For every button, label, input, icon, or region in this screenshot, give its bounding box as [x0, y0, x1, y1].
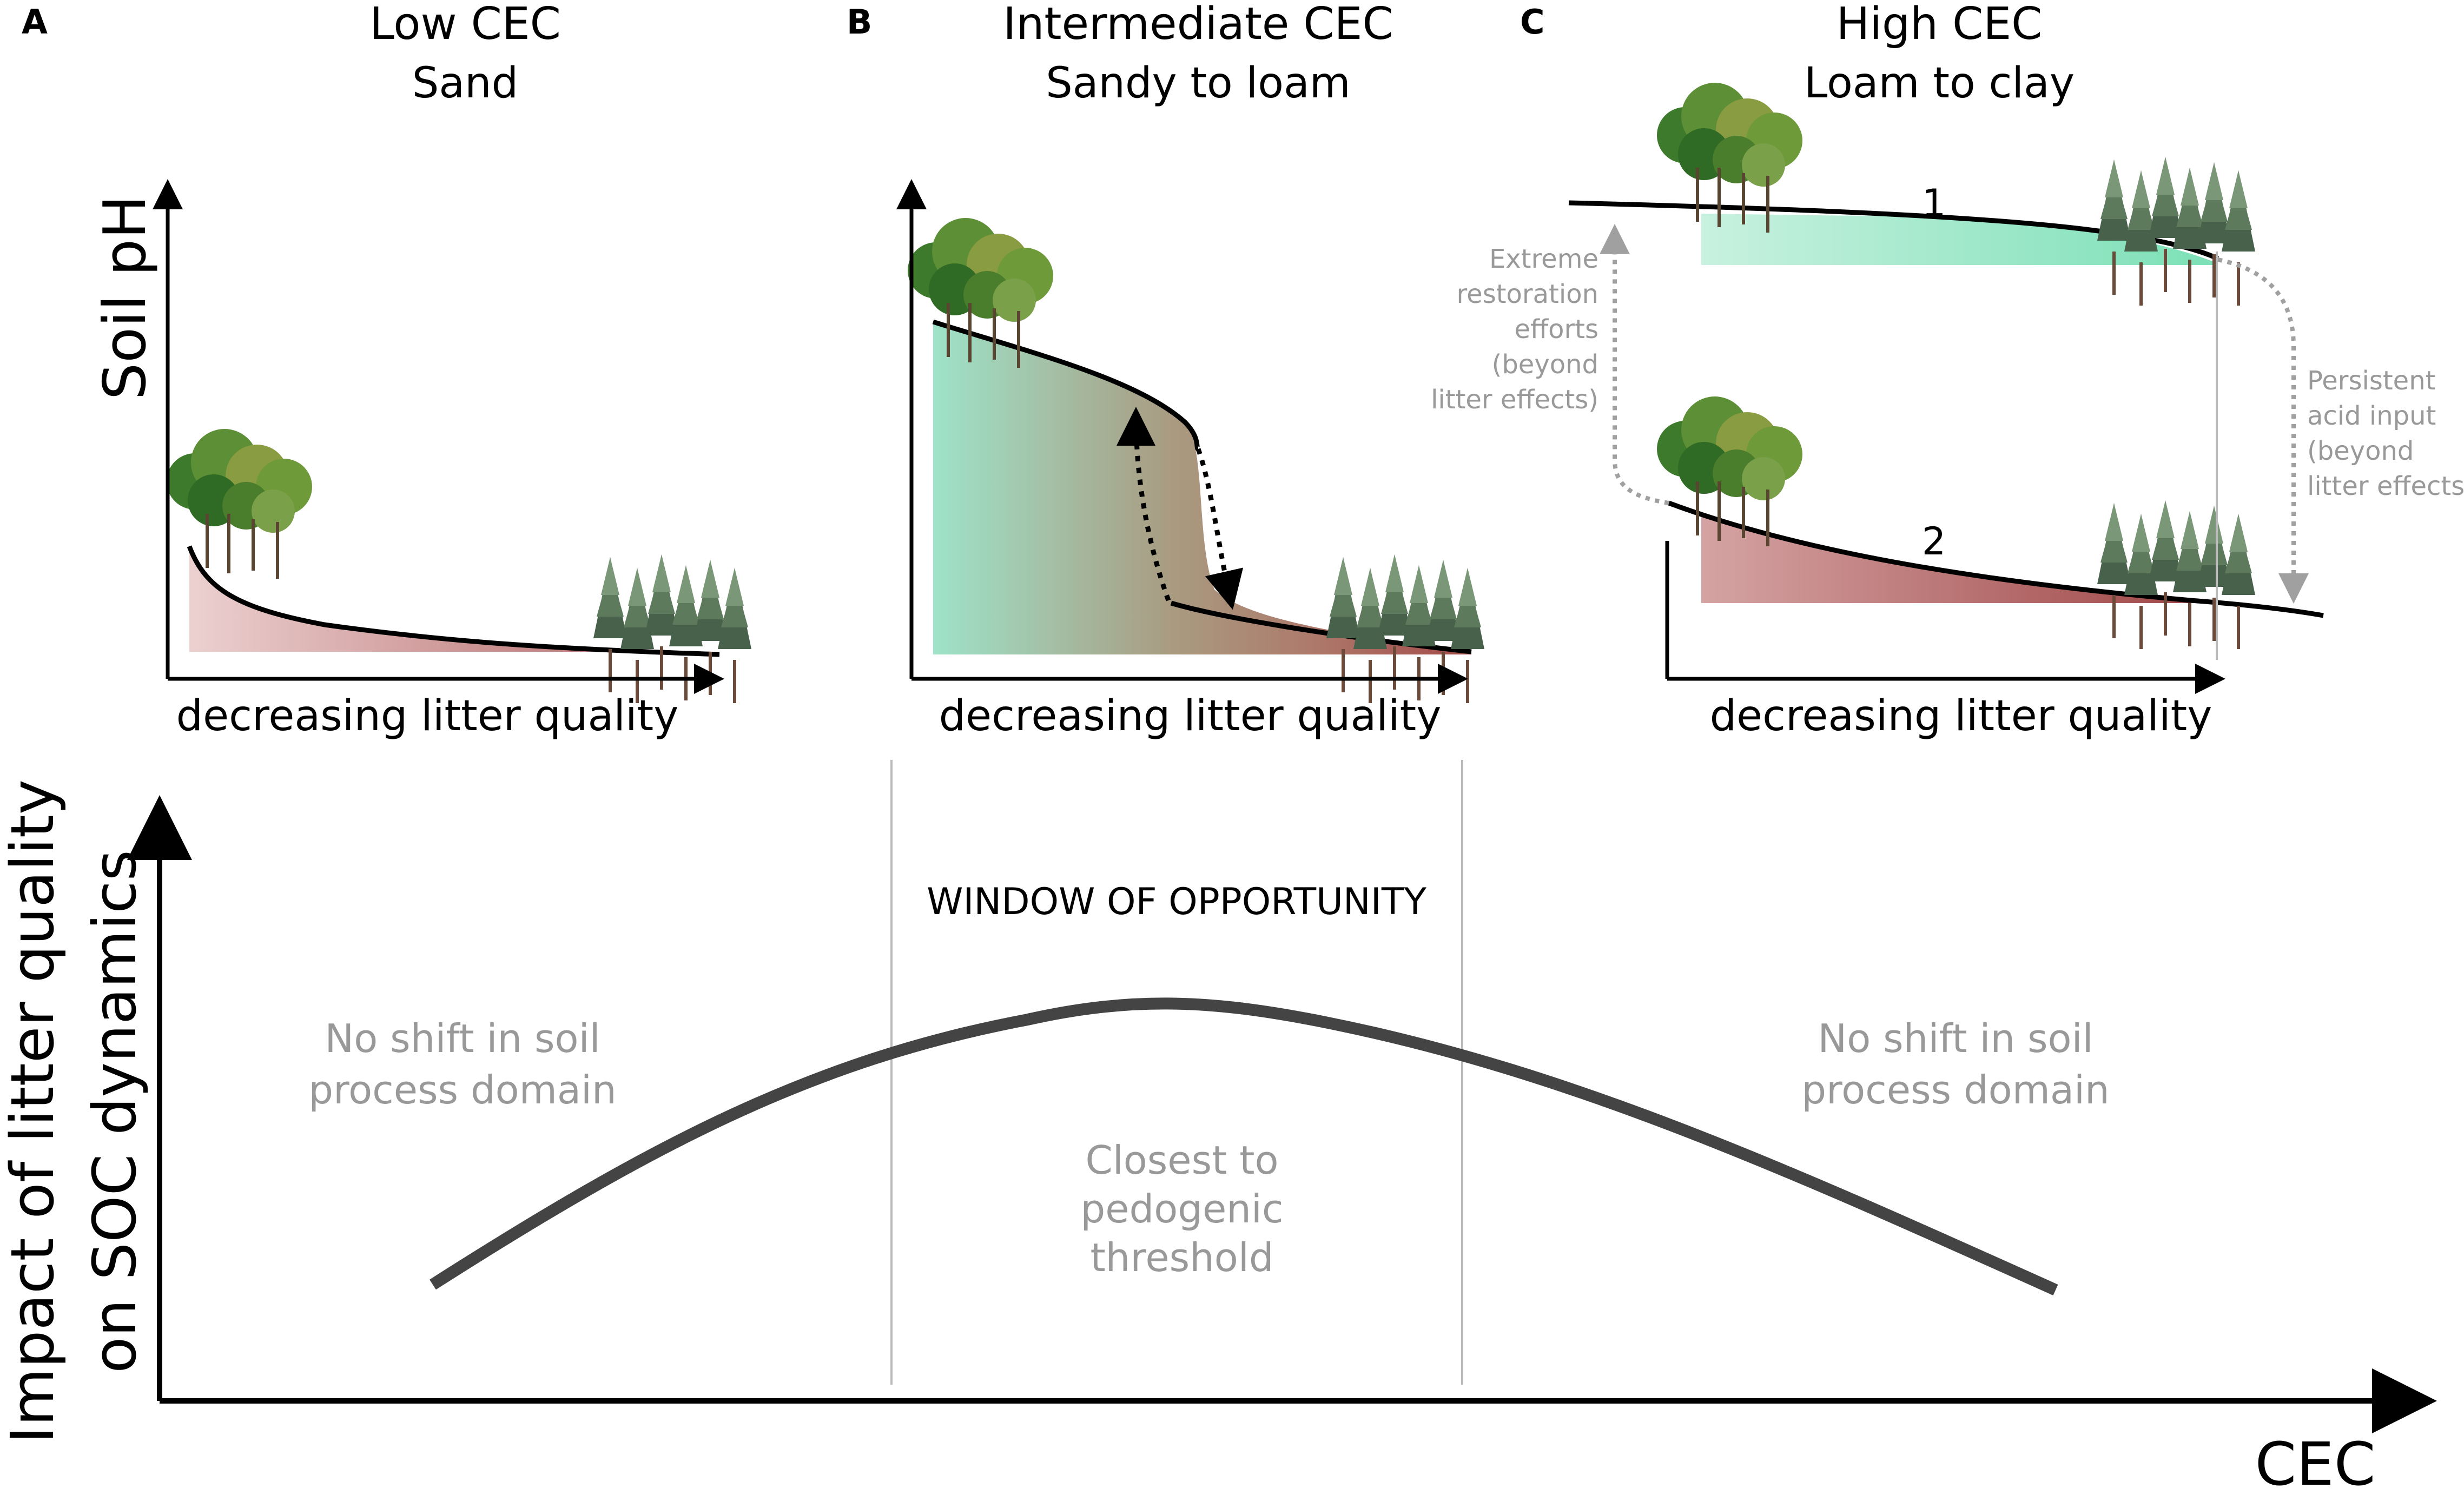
panel-a-conifer-trees-icon	[593, 554, 751, 703]
panel-c-restoration-arrow	[1600, 224, 1669, 505]
panel-c-acid-input-arrow	[2217, 257, 2309, 604]
window-of-opportunity-label: WINDOW OF OPPORTUNITY	[927, 881, 1426, 923]
panel-b-upper-curve	[932, 319, 1200, 452]
panel-c-x-axis-label: decreasing litter quality	[1710, 692, 2212, 740]
svg-text:pedogenic: pedogenic	[1081, 1186, 1284, 1232]
panel-a-deciduous-trees-icon	[167, 429, 312, 579]
panel-a-x-axis-label: decreasing litter quality	[176, 692, 679, 740]
svg-text:process domain: process domain	[308, 1067, 616, 1113]
center-note: Closest to pedogenic threshold	[1081, 1137, 1284, 1280]
panel-c-curve-2	[1668, 500, 2324, 618]
panel-a-y-axis-label: Soil pH	[91, 195, 159, 400]
panel-b: B Intermediate CEC Sandy to loam decreas…	[847, 0, 1484, 740]
panel-a: A Low CEC Sand Soil pH decreasing litter…	[22, 0, 751, 740]
panel-b-letter: B	[847, 2, 872, 42]
panel-b-up-dotted-arrow	[1117, 407, 1171, 601]
svg-text:process domain: process domain	[1801, 1067, 2109, 1113]
svg-text:Extreme: Extreme	[1489, 244, 1598, 274]
panel-a-fill	[189, 546, 719, 654]
panel-c-subtitle: Loam to clay	[1804, 59, 2075, 108]
panel-a-subtitle: Sand	[412, 59, 518, 108]
bottom-panel: Impact of litter quality on SOC dynamics…	[0, 760, 2437, 1495]
panel-c-left-annotation: Extreme restoration efforts (beyond litt…	[1431, 244, 1598, 415]
panel-c-letter: C	[1520, 2, 1545, 42]
panel-a-title: Low CEC	[369, 0, 561, 50]
panel-c-title: High CEC	[1837, 0, 2043, 50]
bottom-x-axis-label: CEC	[2255, 1430, 2375, 1495]
svg-text:No shift in soil: No shift in soil	[1818, 1016, 2093, 1061]
svg-text:acid input: acid input	[2307, 401, 2436, 431]
panel-b-conifer-trees-icon	[1326, 554, 1484, 703]
panel-c-upper-fill	[1701, 214, 2215, 265]
panel-c: C High CEC Loam to clay 1 2 Extreme rest…	[1431, 0, 2464, 740]
svg-text:(beyond: (beyond	[2307, 436, 2414, 466]
bottom-y-axis-label-line1: Impact of litter quality	[0, 779, 67, 1444]
svg-text:threshold: threshold	[1090, 1235, 1273, 1280]
panel-c-upper-conifer-trees-icon	[2097, 157, 2255, 306]
bottom-y-axis-label-line2: on SOC dynamics	[80, 850, 149, 1373]
svg-text:No shift in soil: No shift in soil	[325, 1016, 600, 1061]
panel-c-curve-2-label: 2	[1922, 519, 1946, 564]
panel-c-lower-fill	[1701, 517, 2215, 603]
svg-text:efforts: efforts	[1514, 314, 1598, 345]
panel-c-right-annotation: Persistent acid input (beyond litter eff…	[2307, 366, 2464, 501]
panel-c-curve-1-label: 1	[1922, 181, 1946, 226]
panel-a-curve	[187, 545, 720, 657]
svg-text:litter effects): litter effects)	[1431, 385, 1598, 415]
left-note: No shift in soil process domain	[308, 1016, 616, 1113]
svg-text:restoration: restoration	[1457, 279, 1599, 309]
panel-b-x-axis-label: decreasing litter quality	[939, 692, 1442, 740]
panel-a-letter: A	[22, 2, 48, 42]
svg-text:Persistent: Persistent	[2307, 366, 2435, 396]
panel-b-subtitle: Sandy to loam	[1046, 59, 1350, 108]
panel-b-down-dotted-arrow	[1195, 448, 1244, 610]
panel-b-fill	[933, 322, 1471, 654]
panel-c-lower-conifer-trees-icon	[2097, 500, 2255, 649]
panel-b-title: Intermediate CEC	[1003, 0, 1393, 50]
svg-text:Closest to: Closest to	[1085, 1137, 1278, 1183]
bell-curve	[430, 997, 2058, 1296]
svg-text:(beyond: (beyond	[1492, 349, 1598, 380]
svg-text:litter effects): litter effects)	[2307, 471, 2464, 501]
right-note: No shift in soil process domain	[1801, 1016, 2109, 1113]
